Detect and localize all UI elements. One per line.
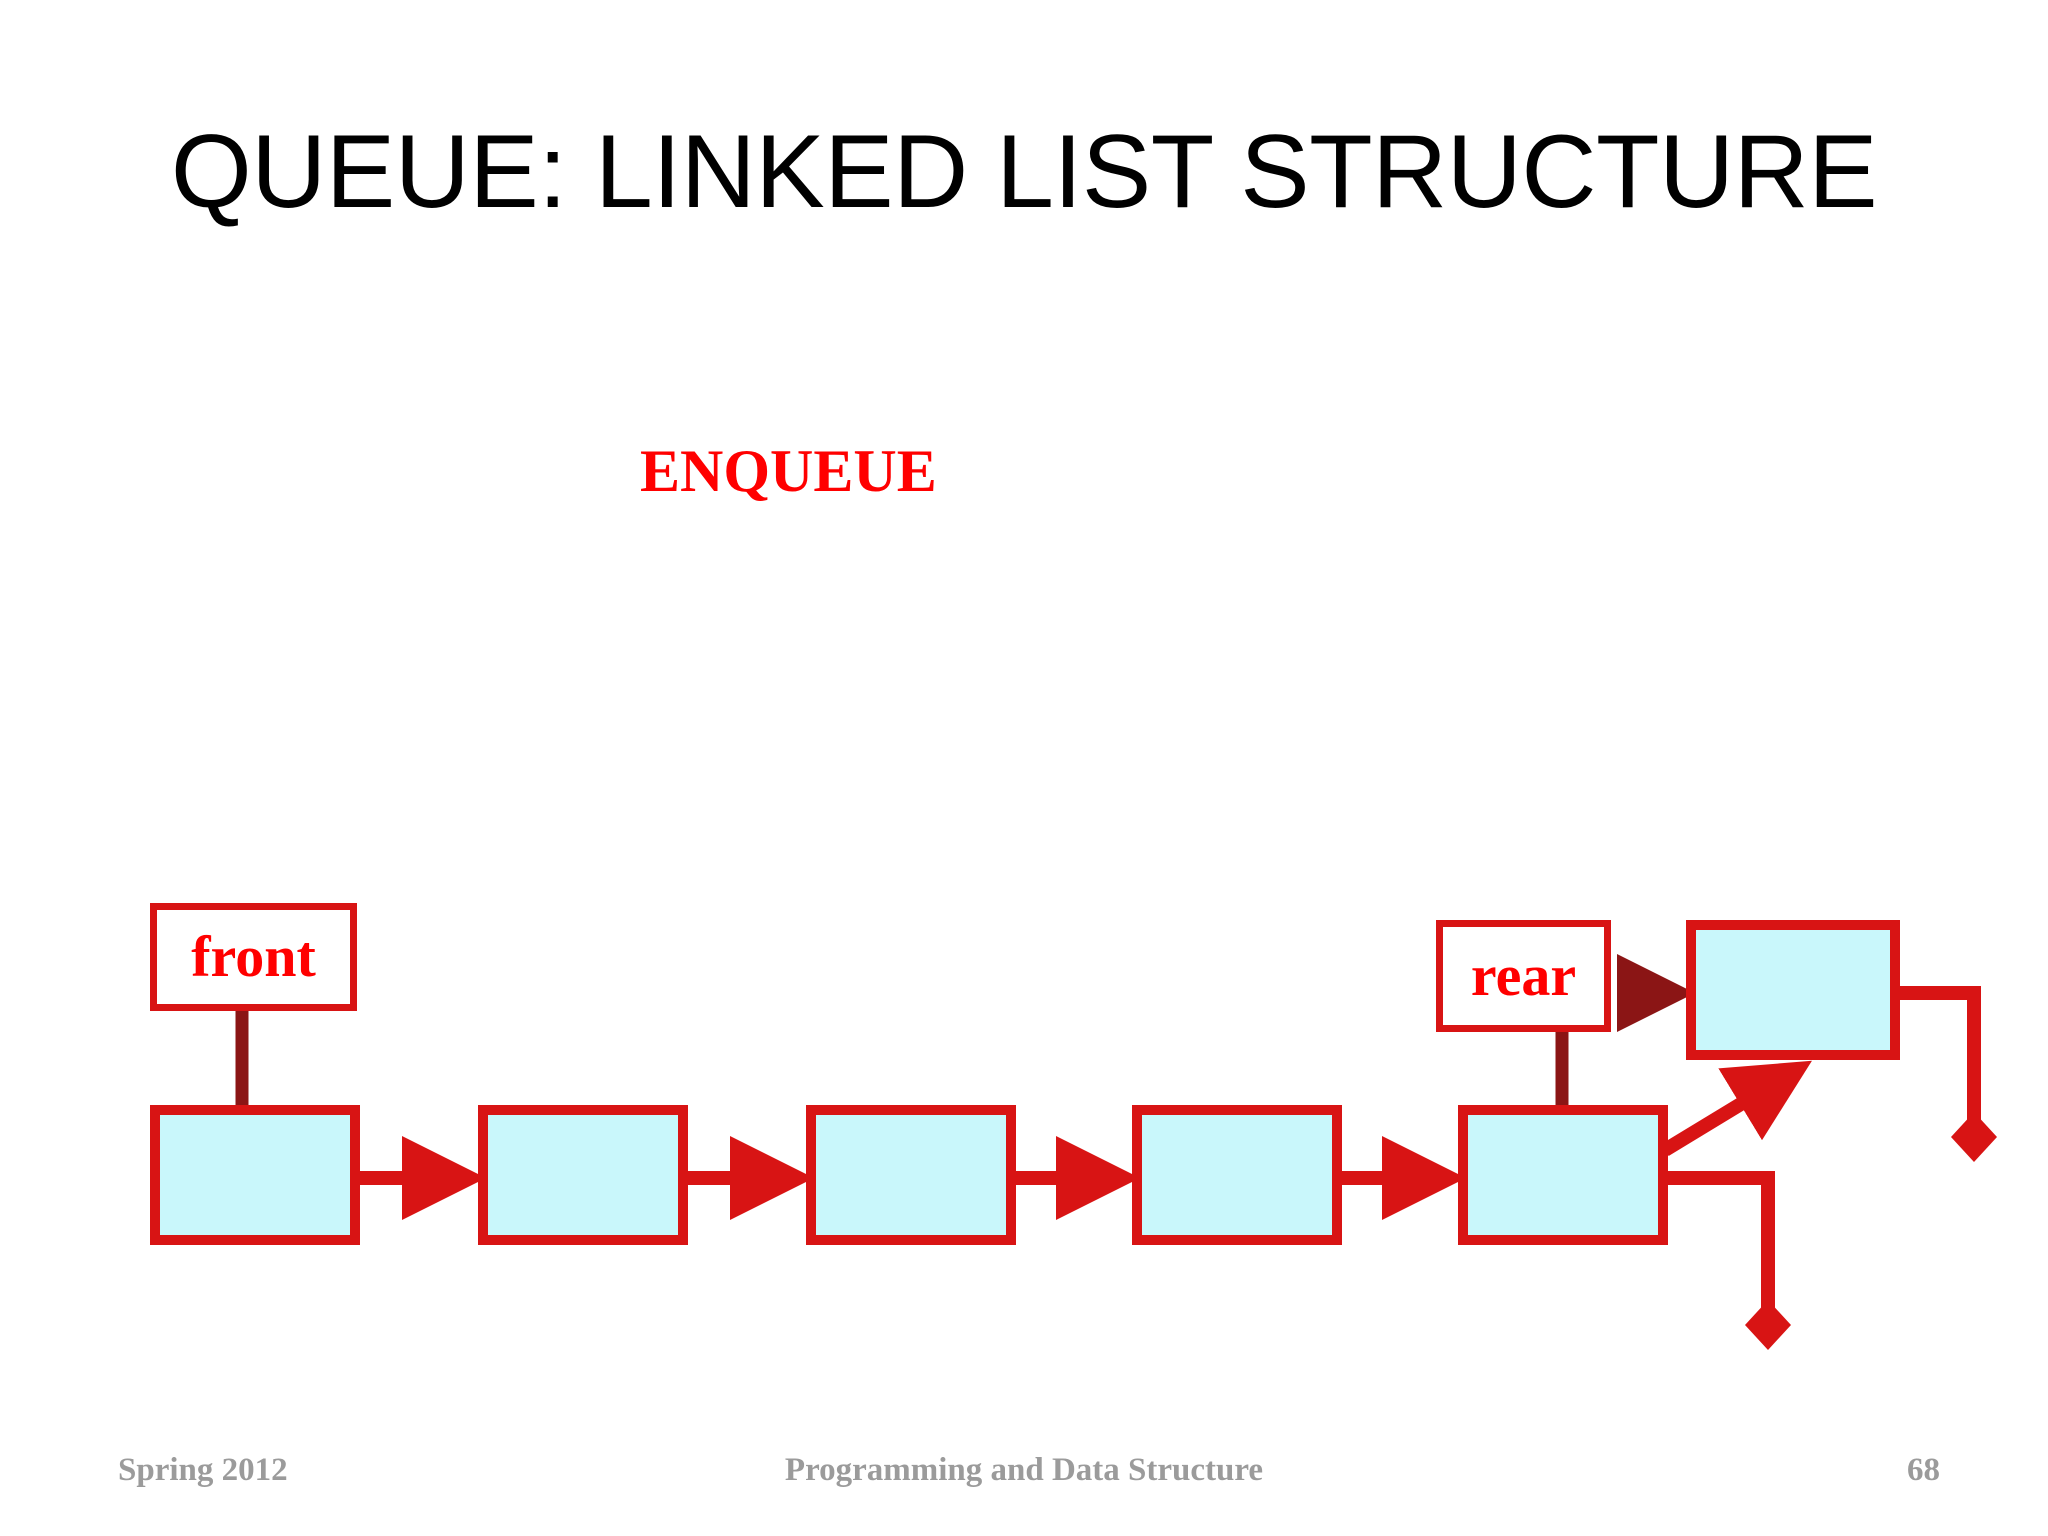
footer-page-number: 68 <box>1907 1452 1940 1488</box>
queue-node-1[interactable] <box>150 1105 360 1245</box>
queue-node-3[interactable] <box>806 1105 1016 1245</box>
operation-caption: ENQUEUE <box>640 438 937 504</box>
footer-course-title: Programming and Data Structure <box>784 1452 1264 1488</box>
queue-node-5[interactable] <box>1458 1105 1668 1245</box>
page-title: QUEUE: LINKED LIST STRUCTURE <box>170 114 1878 230</box>
pointer-box-rear[interactable]: rear <box>1436 920 1611 1032</box>
queue-node-new[interactable] <box>1686 920 1900 1060</box>
queue-node-2[interactable] <box>478 1105 688 1245</box>
link-node-5-to-new-node <box>1661 1060 1812 1156</box>
null-terminator-node-5 <box>1630 1171 1791 1350</box>
pointer-box-front[interactable]: front <box>150 903 357 1011</box>
footer-term: Spring 2012 <box>118 1452 288 1488</box>
queue-node-4[interactable] <box>1132 1105 1342 1245</box>
pointer-label-front: front <box>191 924 316 989</box>
slide-footer: Spring 2012 Programming and Data Structu… <box>0 1452 2048 1512</box>
pointer-label-rear: rear <box>1470 943 1577 1008</box>
